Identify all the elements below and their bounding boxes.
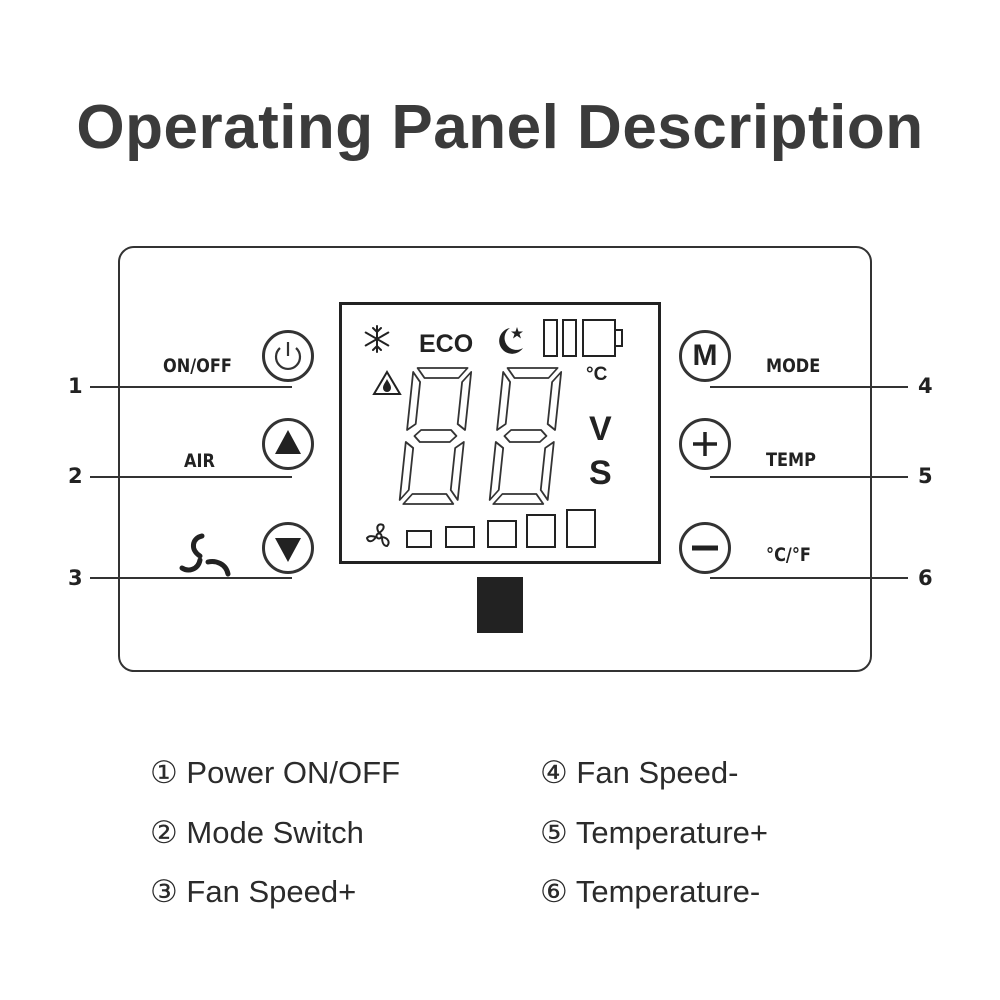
callout-3: 3	[68, 566, 83, 590]
temp-minus-button[interactable]	[679, 522, 731, 574]
legend-item: ④ Fan Speed-	[540, 755, 738, 791]
legend-text: Fan Speed+	[186, 874, 357, 909]
water-drop-warning-icon	[372, 370, 402, 396]
mode-button[interactable]: M	[679, 330, 731, 382]
fan-speed-bars	[406, 509, 596, 548]
legend-item: ① Power ON/OFF	[150, 755, 400, 791]
unit-toggle-label: °C/°F	[766, 544, 811, 566]
unit-s: S	[589, 454, 612, 492]
mode-label: MODE	[766, 355, 821, 377]
temp-plus-button[interactable]	[679, 418, 731, 470]
page-title: Operating Panel Description	[76, 93, 924, 162]
on-off-label: ON/OFF	[163, 355, 232, 377]
legend-marker: ④	[540, 755, 568, 790]
legend-text: Temperature+	[575, 815, 768, 850]
moon-star-icon	[493, 324, 527, 358]
legend-text: Temperature-	[575, 874, 761, 909]
plus-icon	[693, 432, 717, 456]
legend-text: Mode Switch	[186, 815, 364, 850]
legend-text: Power ON/OFF	[186, 755, 401, 790]
celsius-indicator: °C	[586, 364, 608, 385]
minus-icon	[692, 545, 718, 551]
legend-marker: ⑤	[540, 815, 568, 850]
legend-item: ② Mode Switch	[150, 815, 364, 851]
unit-v: V	[589, 410, 612, 448]
callout-4: 4	[918, 374, 933, 398]
air-up-button[interactable]	[262, 418, 314, 470]
legend-text: Fan Speed-	[576, 755, 739, 790]
down-arrow-icon	[275, 538, 301, 562]
fan-icon	[178, 532, 232, 578]
fan-down-button[interactable]	[262, 522, 314, 574]
tank-level-icon	[543, 318, 625, 358]
lcd-display	[339, 302, 661, 564]
legend-marker: ①	[150, 755, 178, 790]
eco-indicator: ECO	[419, 330, 474, 358]
callout-2: 2	[68, 464, 83, 488]
up-arrow-icon	[275, 430, 301, 454]
callout-5: 5	[918, 464, 933, 488]
seven-segment-digits	[398, 367, 563, 505]
callout-6: 6	[918, 566, 933, 590]
power-icon	[274, 342, 302, 370]
legend-marker: ⑥	[540, 874, 568, 909]
fan-small-icon	[363, 520, 395, 552]
legend-item: ⑥ Temperature-	[540, 874, 760, 910]
snowflake-icon	[362, 324, 392, 354]
legend-item: ⑤ Temperature+	[540, 815, 768, 851]
air-label: AIR	[184, 450, 215, 472]
power-button[interactable]	[262, 330, 314, 382]
mode-icon: M	[692, 339, 718, 372]
callout-1: 1	[68, 374, 83, 398]
control-panel	[118, 246, 872, 672]
legend-item: ③ Fan Speed+	[150, 874, 356, 910]
temp-label: TEMP	[766, 449, 816, 471]
ir-receiver	[477, 577, 523, 633]
legend-marker: ③	[150, 874, 178, 909]
legend-marker: ②	[150, 815, 178, 850]
